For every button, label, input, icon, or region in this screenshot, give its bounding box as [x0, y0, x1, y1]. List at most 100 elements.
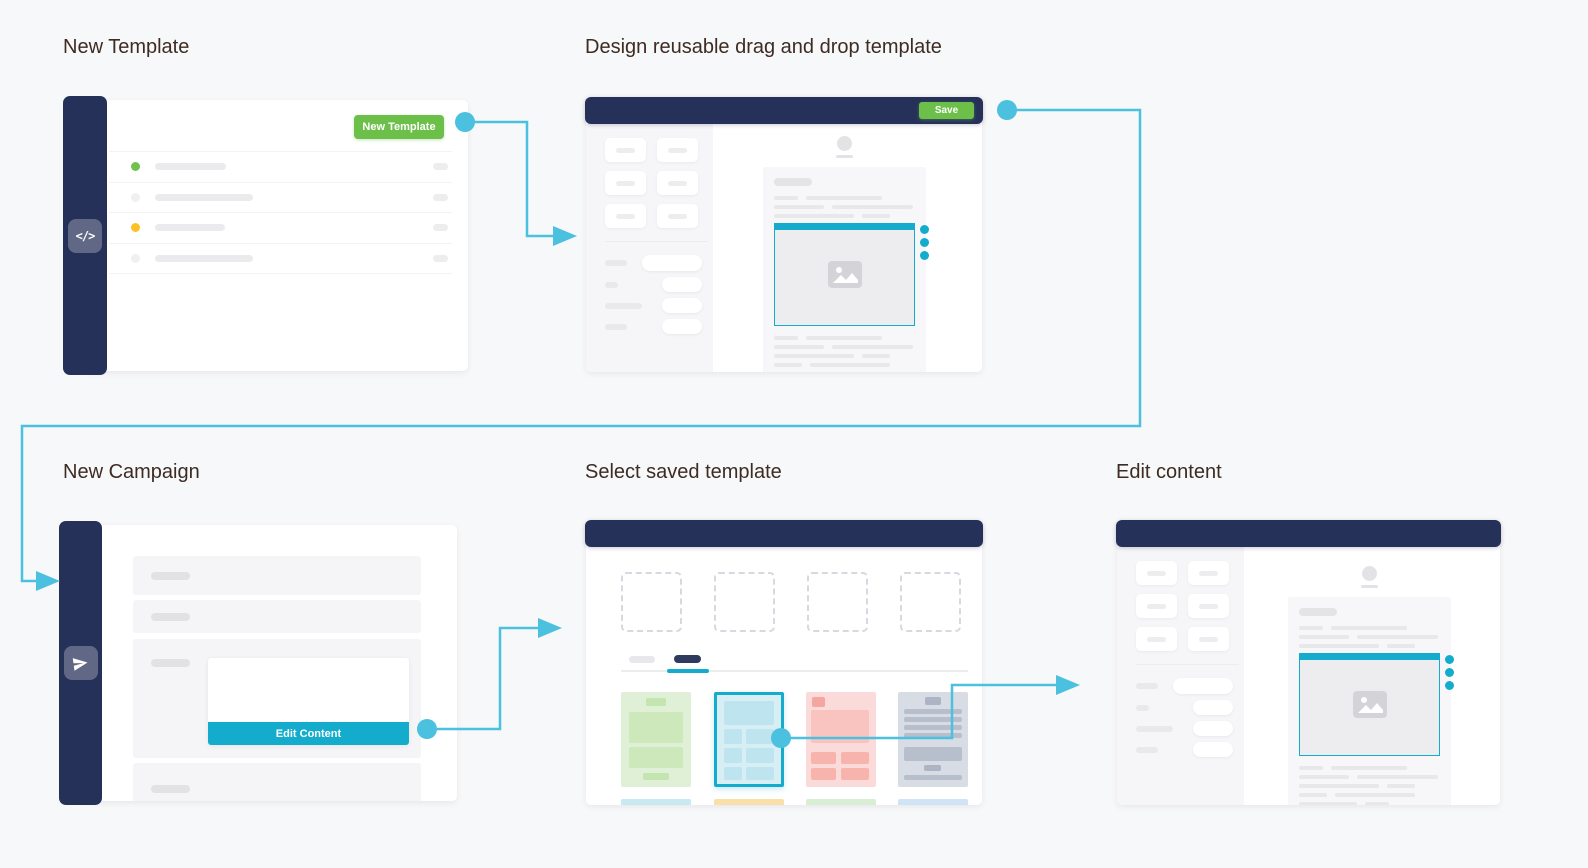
empty-template-slot[interactable] [621, 572, 682, 632]
setting-row [605, 277, 702, 292]
field-input[interactable] [662, 277, 702, 292]
field-label [1136, 704, 1149, 711]
new-template-button[interactable]: New Template [354, 115, 444, 139]
drag-block[interactable] [605, 138, 646, 162]
template-thumbnail-partial[interactable] [621, 799, 691, 805]
content-card: Edit Content [208, 658, 409, 745]
field-label [605, 260, 627, 266]
template-thumbnail-partial[interactable] [714, 799, 784, 805]
content-blocks-sidebar [1117, 547, 1244, 805]
panel-new-campaign: Edit Content [59, 521, 457, 805]
placeholder-text [155, 163, 226, 171]
list-item[interactable] [109, 151, 452, 182]
list-item[interactable] [109, 181, 452, 213]
email-canvas [1288, 597, 1454, 805]
list-item[interactable] [109, 212, 452, 243]
drag-block[interactable] [605, 171, 646, 195]
template-thumbnail-partial[interactable] [898, 799, 968, 805]
field-input[interactable] [662, 319, 702, 334]
gallery-header [585, 520, 983, 547]
field-label [151, 785, 190, 793]
empty-template-slot[interactable] [807, 572, 868, 632]
placeholder-text [1361, 585, 1378, 588]
drag-block[interactable] [657, 204, 698, 228]
block-label [1147, 603, 1166, 609]
image-icon [827, 261, 862, 288]
template-thumbnail-partial[interactable] [806, 799, 876, 805]
empty-template-slot[interactable] [714, 572, 775, 632]
setting-row [605, 319, 702, 334]
list-item[interactable] [109, 242, 452, 274]
template-thumbnail-selected[interactable] [714, 692, 784, 787]
divider [1136, 664, 1239, 665]
block-handle-dots[interactable] [920, 225, 929, 260]
drag-block[interactable] [1136, 594, 1177, 618]
drag-block[interactable] [657, 138, 698, 162]
empty-template-slot[interactable] [900, 572, 961, 632]
step-title-new-campaign: New Campaign [63, 461, 200, 483]
field-label [151, 572, 190, 580]
connector-dot [997, 100, 1017, 120]
email-preview [1288, 566, 1454, 805]
setting-row [1136, 742, 1233, 757]
editor-window [1117, 523, 1500, 805]
avatar [1362, 566, 1377, 581]
selected-image-block[interactable] [1299, 653, 1454, 756]
template-thumbnail-red[interactable] [806, 692, 876, 787]
field-input[interactable] [1193, 742, 1233, 757]
block-label [668, 147, 687, 153]
block-handle-dots[interactable] [1445, 655, 1454, 690]
step-title-select-template: Select saved template [585, 461, 782, 483]
gallery-window [586, 523, 982, 805]
selection-bar [1300, 654, 1439, 660]
avatar [837, 136, 852, 151]
block-label [668, 213, 687, 219]
block-label [616, 213, 635, 219]
drag-block[interactable] [1136, 627, 1177, 651]
step-title-new-template: New Template [63, 36, 190, 58]
field-input[interactable] [662, 298, 702, 313]
divider [605, 241, 708, 242]
field-label [1136, 725, 1173, 732]
block-label [1199, 636, 1218, 642]
save-button[interactable]: Save [919, 102, 974, 119]
campaign-section [133, 763, 421, 801]
template-thumbnail-green[interactable] [621, 692, 691, 787]
drag-block[interactable] [605, 204, 646, 228]
tab-inactive[interactable] [629, 656, 655, 663]
setting-row [605, 298, 702, 313]
template-list [109, 151, 452, 274]
field-input[interactable] [642, 255, 702, 271]
active-tab-underline [667, 669, 709, 673]
field-label [1136, 683, 1158, 689]
block-label [1199, 603, 1218, 609]
block-label [1199, 570, 1218, 576]
field-input[interactable] [1193, 700, 1233, 715]
selected-image-block[interactable] [774, 223, 929, 326]
drag-block[interactable] [1188, 561, 1229, 585]
sidebar-nav: </> [63, 96, 107, 375]
template-thumbnail-gray[interactable] [898, 692, 968, 787]
connector-1 [465, 120, 553, 238]
field-label [605, 302, 642, 309]
tab-active[interactable] [674, 655, 701, 663]
campaign-window: Edit Content [80, 525, 457, 801]
code-icon: </> [68, 218, 102, 253]
selection-bar [775, 224, 914, 230]
drag-block[interactable] [1188, 594, 1229, 618]
send-icon [63, 646, 98, 680]
drag-block[interactable] [657, 171, 698, 195]
panel-new-template: </> New Template [63, 96, 468, 375]
setting-row [1136, 700, 1233, 715]
field-input[interactable] [1193, 721, 1233, 736]
row-action [433, 193, 448, 201]
step-title-edit-content: Edit content [1116, 461, 1222, 483]
tab-divider [621, 670, 968, 672]
drag-block[interactable] [1188, 627, 1229, 651]
editor-header: Save [585, 97, 983, 124]
edit-content-button[interactable]: Edit Content [208, 722, 409, 745]
status-dot-gray [131, 192, 140, 202]
campaign-section [133, 556, 421, 595]
field-input[interactable] [1173, 678, 1233, 694]
drag-block[interactable] [1136, 561, 1177, 585]
